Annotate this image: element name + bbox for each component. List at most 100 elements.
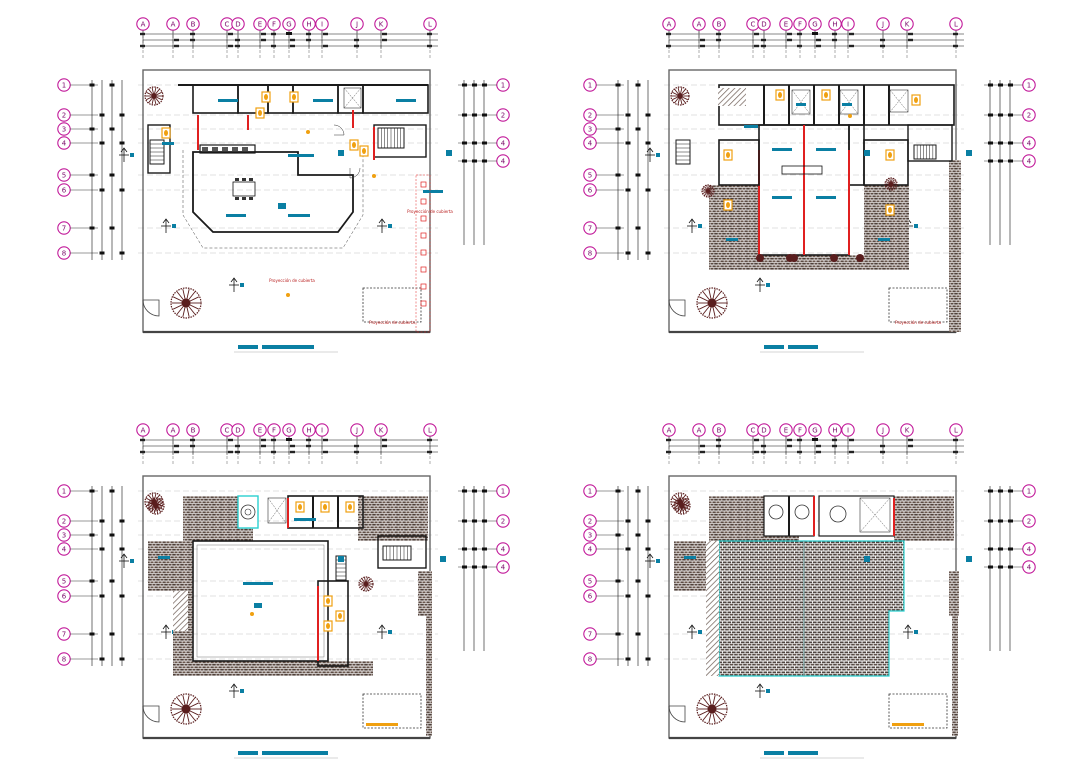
stair-symbol	[382, 545, 412, 561]
point-marker	[372, 174, 376, 178]
row-grid-bubble-label: 8	[62, 655, 66, 663]
roof-hatch	[706, 541, 719, 676]
column-grid-bubble-label: A	[141, 20, 146, 28]
bathroom-fixtures	[349, 139, 359, 151]
ramp-hatch	[173, 591, 188, 631]
room-outline	[718, 139, 760, 186]
room-outline	[863, 139, 909, 186]
row-grid-bubble-right-label: 4	[501, 563, 506, 571]
column-grid-bubble-label: B	[191, 20, 196, 28]
column-grid-bubble-label: C	[751, 20, 756, 28]
column-footing	[420, 249, 427, 256]
column-grid-bubble-label: L	[428, 426, 432, 434]
bathroom-fixtures	[289, 91, 299, 103]
point-marker	[250, 612, 254, 616]
column-grid-bubble-label: G	[812, 426, 817, 434]
tree-symbol	[670, 86, 690, 106]
room-label-tag	[338, 556, 344, 562]
tree-symbol	[701, 184, 715, 198]
row-grid-bubble-label: 2	[62, 111, 66, 119]
column-grid-bubble-label: F	[798, 426, 802, 434]
row-grid-bubble-right-label: 4	[1027, 139, 1032, 147]
section-arrow-symbol	[119, 147, 134, 162]
sheet-title-tag	[764, 345, 784, 349]
column-grid-bubble-label: D	[761, 426, 766, 434]
entry-gate-door	[142, 299, 160, 317]
row-grid-bubble-label: 8	[588, 655, 592, 663]
stone-wall-right-lower	[426, 616, 432, 736]
bathroom-fixtures	[161, 127, 171, 139]
top-dimension-strings	[666, 437, 964, 455]
stone-paving-bottom	[173, 661, 373, 676]
row-grid-bubble-right-label: 4	[1027, 157, 1032, 165]
room-label-tag	[816, 196, 836, 199]
row-grid-bubble-right-label: 1	[501, 81, 505, 89]
room-label-tag	[226, 214, 246, 217]
planter	[856, 254, 864, 262]
row-grid-bubble-label: 3	[62, 531, 66, 539]
entry-gate-door	[668, 299, 686, 317]
void-shaft-symbol	[267, 497, 287, 524]
bathroom-fixtures	[775, 89, 785, 101]
row-grid-bubble-right-label: 1	[1027, 81, 1031, 89]
bathroom-fixtures	[723, 149, 733, 161]
column-grid-bubble-label: B	[191, 426, 196, 434]
room-label-tag	[294, 518, 316, 521]
stair-symbol	[377, 127, 405, 149]
column-grid-bubble-label: D	[761, 20, 766, 28]
column-grid-bubble-label: H	[306, 20, 311, 28]
column-grid-bubble-label: B	[717, 20, 722, 28]
dimension-lines	[89, 80, 125, 260]
row-grid-bubble-label: 1	[62, 487, 66, 495]
room-outline	[362, 84, 429, 114]
stone-wall-right	[949, 571, 959, 616]
roof-terrace-right-top	[894, 496, 954, 541]
column-footing	[420, 215, 427, 222]
room-label-tag	[254, 603, 262, 608]
tree-symbol	[170, 693, 202, 725]
column-grid-bubble-label: J	[355, 20, 358, 28]
row-grid-bubble-label: 6	[62, 186, 67, 194]
row-grid-bubble-right-label: 4	[501, 157, 506, 165]
row-grid-bubble-label: 7	[62, 630, 66, 638]
room-label-tag	[744, 125, 758, 128]
tree-symbol	[884, 177, 898, 191]
bathroom-fixtures	[885, 204, 895, 216]
parking-area-outline	[362, 693, 422, 729]
void-shaft-symbol	[791, 89, 811, 115]
orange-tag	[366, 723, 398, 726]
row-grid-bubble-right-label: 4	[501, 545, 506, 553]
column-grid-bubble-label: L	[954, 20, 958, 28]
row-grid-bubble-right-label: 4	[501, 139, 506, 147]
row-grid-bubble-label: 2	[62, 517, 66, 525]
column-grid-bubble-label: C	[751, 426, 756, 434]
closet	[781, 165, 823, 175]
room-label-tag	[878, 238, 890, 241]
tank-room	[237, 495, 259, 529]
column-grid-bubble-label: K	[379, 20, 384, 28]
column-grid-bubble-label: B	[717, 426, 722, 434]
column-grid-bubble-label: F	[798, 20, 802, 28]
column-grid-bubble-label: G	[286, 20, 291, 28]
row-grid-bubble-label: 7	[62, 224, 66, 232]
stair-hall	[147, 124, 171, 174]
row-grid-bubble-label: 6	[62, 592, 67, 600]
tree-symbol	[170, 287, 202, 319]
column-grid-bubble-label: A	[667, 426, 672, 434]
room-label-tag	[278, 203, 286, 209]
bathroom-fixtures	[323, 595, 333, 607]
room-label-tag	[446, 150, 452, 156]
section-arrow-symbol	[229, 277, 244, 292]
row-grid-bubble-label: 5	[588, 577, 592, 585]
column-grid-bubble-label: H	[306, 426, 311, 434]
room-label-tag	[162, 142, 174, 145]
section-arrow-symbol	[645, 553, 660, 568]
room-label-tag	[684, 556, 696, 559]
column-footing	[420, 266, 427, 273]
stone-paving-right-top	[358, 496, 428, 541]
room-label-tag	[288, 154, 314, 157]
room-label-tag	[966, 556, 972, 562]
